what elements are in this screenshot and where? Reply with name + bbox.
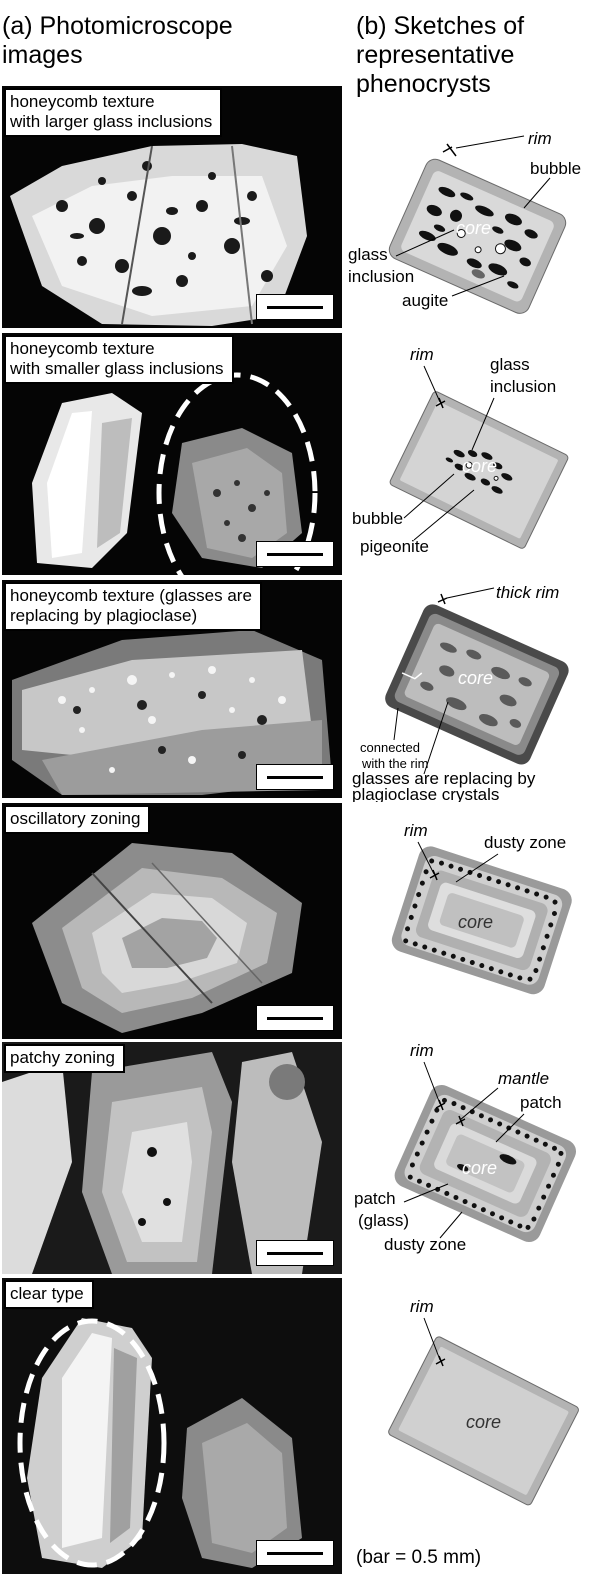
scale-bar <box>256 541 334 567</box>
ann-patch: patch <box>520 1093 562 1112</box>
photo-label: honeycomb texture with larger glass incl… <box>4 88 222 137</box>
ann-core: core <box>466 1412 501 1432</box>
sketch-honeycomb-larger-inclusions: rim bubble core glass inclusion augite <box>344 130 590 350</box>
scale-bar <box>256 1540 334 1566</box>
photo-patchy-zoning: patchy zoning <box>2 1042 342 1274</box>
photo-clear-type: clear type <box>2 1278 342 1574</box>
ann-mantle: mantle <box>498 1069 549 1088</box>
ann-core: core <box>462 456 497 476</box>
photo-label: patchy zoning <box>4 1044 125 1073</box>
ann-thick-rim: thick rim <box>496 584 559 602</box>
ann-glass: glass <box>490 355 530 374</box>
scale-bar <box>256 1005 334 1031</box>
ann-pigeonite: pigeonite <box>360 537 429 556</box>
scale-bar-note: (bar = 0.5 mm) <box>356 1547 481 1569</box>
ann-core: core <box>458 912 493 932</box>
ann-rim: rim <box>410 1044 434 1060</box>
ann-bubble: bubble <box>530 159 581 178</box>
ann-core: core <box>458 668 493 688</box>
ann-plagioclase: plagioclase crystals <box>352 785 499 802</box>
sketch-clear-type: rim core <box>344 1290 590 1526</box>
photo-honeycomb-larger-inclusions: honeycomb texture with larger glass incl… <box>2 86 342 328</box>
ann-core: core <box>462 1158 497 1178</box>
photo-label: honeycomb texture with smaller glass inc… <box>4 335 234 384</box>
sketch-patchy-zoning: rim mantle patch core patch (glass) dust… <box>344 1044 590 1280</box>
scale-bar <box>256 764 334 790</box>
photo-label: clear type <box>4 1280 94 1309</box>
ann-augite: augite <box>402 291 448 310</box>
ann-core: core <box>456 218 491 238</box>
photo-label: oscillatory zoning <box>4 805 150 834</box>
photo-oscillatory-zoning: oscillatory zoning <box>2 803 342 1039</box>
ann-dusty-zone: dusty zone <box>484 833 566 852</box>
ann-rim: rim <box>410 1297 434 1316</box>
photo-honeycomb-smaller-inclusions: honeycomb texture with smaller glass inc… <box>2 333 342 575</box>
ann-patch-glass: patch <box>354 1189 396 1208</box>
header-photomicroscope: (a) Photomicroscope images <box>2 12 332 70</box>
scale-bar <box>256 294 334 320</box>
ann-dusty-zone: dusty zone <box>384 1235 466 1254</box>
photo-label: honeycomb texture (glasses are replacing… <box>4 582 262 631</box>
ann-connected: connected <box>360 740 420 755</box>
ann-bubble: bubble <box>352 509 403 528</box>
ann-glass: glass <box>348 245 388 264</box>
sketch-honeycomb-replacing: thick rim core connected with the rim gl… <box>344 584 590 802</box>
micrograph-texture <box>2 1278 342 1574</box>
micrograph-texture <box>2 803 342 1039</box>
photo-honeycomb-replacing: honeycomb texture (glasses are replacing… <box>2 580 342 798</box>
sketch-honeycomb-smaller-inclusions: rim glass inclusion core bubble pigeonit… <box>344 340 590 585</box>
ann-inclusion: inclusion <box>348 267 414 286</box>
ann-rim: rim <box>410 345 434 364</box>
header-sketches: (b) Sketches of representative phenocrys… <box>356 12 588 99</box>
ann-rim: rim <box>528 130 552 148</box>
ann-glass-label: (glass) <box>358 1211 409 1230</box>
ann-inclusion: inclusion <box>490 377 556 396</box>
sketch-oscillatory-zoning: rim dusty zone core <box>344 810 590 1020</box>
scale-bar <box>256 1240 334 1266</box>
ann-rim: rim <box>404 821 428 840</box>
